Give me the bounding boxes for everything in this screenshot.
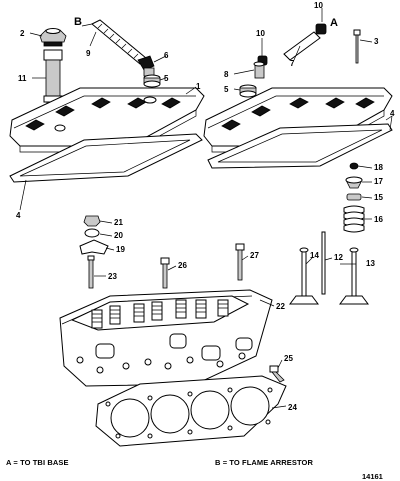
- gasket-holes: [105, 387, 273, 439]
- letter-b: B: [74, 16, 82, 28]
- callout-23: 23: [108, 272, 117, 281]
- rocker-nut: [83, 215, 101, 227]
- callout-16: 16: [374, 215, 383, 224]
- hose-clamp-upper: [315, 23, 327, 35]
- callout-14: 14: [310, 251, 319, 260]
- callout-4-left: 4: [16, 211, 21, 220]
- valve-seal: [346, 193, 362, 201]
- pcv-valve: [253, 61, 265, 79]
- head-bolt-holes: [76, 352, 246, 374]
- valve-spring: [343, 205, 365, 233]
- callout-17: 17: [374, 177, 383, 186]
- callout-27: 27: [250, 251, 259, 260]
- callout-8: 8: [224, 70, 229, 79]
- rocker-stud: [87, 255, 95, 289]
- callout-4-right: 4: [390, 109, 395, 118]
- callout-20: 20: [114, 231, 123, 240]
- callout-26: 26: [178, 261, 187, 270]
- exhaust-valve: [339, 247, 369, 305]
- valve-cover-gasket-right: [207, 123, 393, 169]
- callout-11: 11: [18, 74, 27, 83]
- valve-keeper: [349, 162, 359, 170]
- head-bolt-short: [160, 257, 170, 289]
- grommet-right: [239, 84, 257, 98]
- callout-21: 21: [114, 218, 123, 227]
- callout-24: 24: [288, 403, 297, 412]
- valve-cover-left: [9, 87, 205, 153]
- note-a-tbi-base: A = TO TBI BASE: [6, 458, 69, 467]
- valve-cover-gasket-left: [9, 133, 203, 183]
- callout-10-top: 10: [314, 1, 323, 10]
- callout-25: 25: [284, 354, 293, 363]
- callout-2: 2: [20, 29, 25, 38]
- breather-hose-b: [91, 19, 147, 65]
- callout-3: 3: [374, 37, 379, 46]
- callout-12: 12: [334, 253, 343, 262]
- callout-19: 19: [116, 245, 125, 254]
- grommet-left: [143, 74, 161, 88]
- figure-number: 14161: [362, 472, 383, 481]
- rocker-arm: [79, 239, 109, 255]
- cylinder-head-gasket: [95, 375, 287, 447]
- valve-cover-bolt: [353, 29, 361, 64]
- callout-1: 1: [196, 82, 201, 91]
- valve-rotator: [345, 176, 363, 189]
- intake-valve: [289, 247, 319, 305]
- callout-5-left: 5: [164, 74, 169, 83]
- pushrod: [321, 231, 326, 295]
- cylinder-head: [59, 289, 273, 387]
- callout-13: 13: [366, 259, 375, 268]
- oil-fill-cap: [39, 28, 67, 47]
- callout-15: 15: [374, 193, 383, 202]
- callout-5-right: 5: [224, 85, 229, 94]
- callout-22: 22: [276, 302, 285, 311]
- leader-lines: [19, 8, 393, 409]
- head-valve-springs: [91, 299, 229, 329]
- letter-a: A: [330, 17, 338, 29]
- callout-10-mid: 10: [256, 29, 265, 38]
- head-bolt-long: [235, 243, 245, 281]
- note-b-flame-arrestor: B = TO FLAME ARRESTOR: [215, 458, 314, 467]
- small-head-bolt: [269, 365, 285, 383]
- elbow-fitting: [137, 55, 155, 77]
- head-ports: [95, 333, 253, 361]
- callout-18: 18: [374, 163, 383, 172]
- callout-7: 7: [290, 59, 295, 68]
- callout-6: 6: [164, 51, 169, 60]
- callout-9: 9: [86, 49, 91, 58]
- callout-labels: 2 11 B 9 6 5 1 4 10 A 10 3 7 8 5 4 18 17…: [16, 1, 395, 412]
- breather-tube-a: [283, 31, 321, 61]
- rocker-ball: [84, 228, 100, 238]
